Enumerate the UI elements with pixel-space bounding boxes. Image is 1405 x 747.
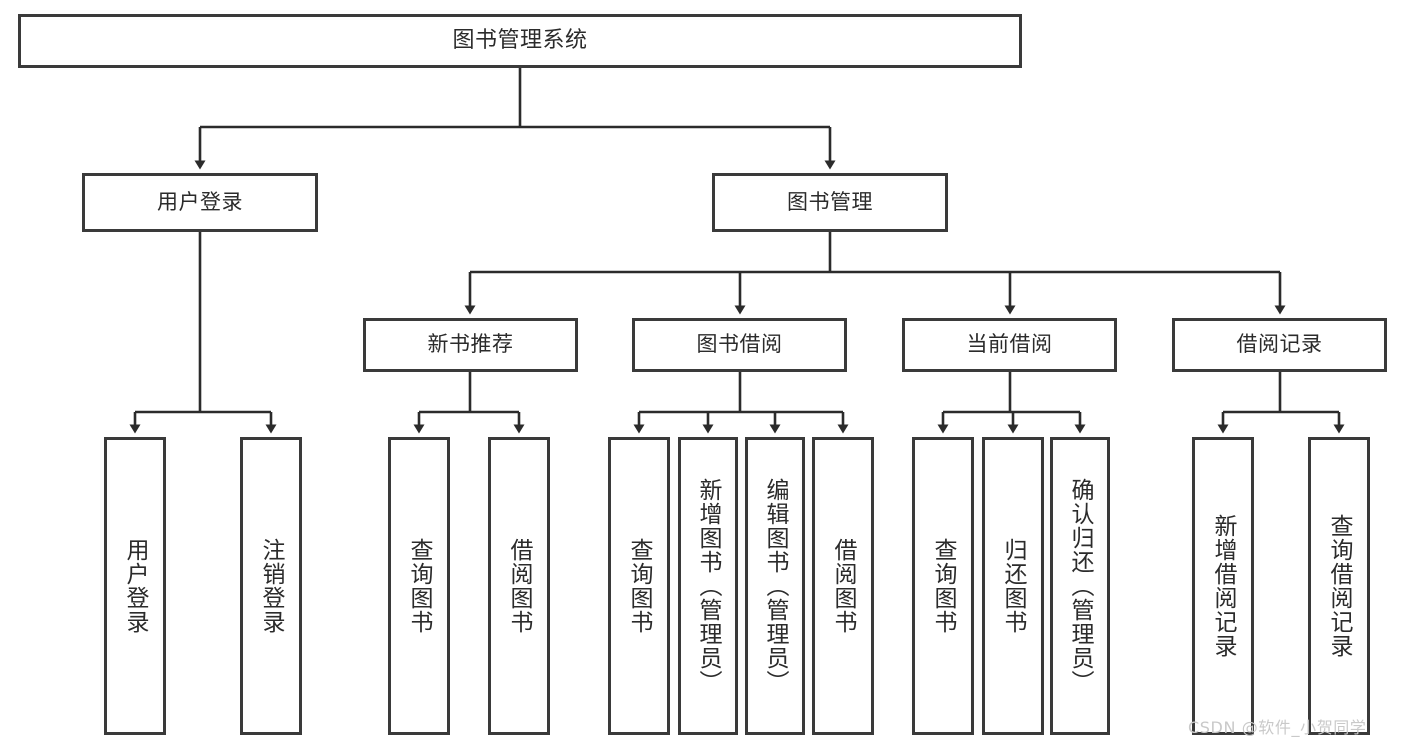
node-leaf-add-record[interactable]: 新增借阅记录	[1192, 437, 1254, 735]
node-leaf-add-record-label: 新增借阅记录	[1210, 514, 1237, 658]
node-leaf-query-book-1-label: 查询图书	[406, 538, 433, 634]
node-leaf-return-book-label: 归还图书	[1000, 538, 1027, 634]
node-leaf-user-login[interactable]: 用户登录	[104, 437, 166, 735]
node-root[interactable]: 图书管理系统	[18, 14, 1022, 68]
node-book-manage-label: 图书管理	[787, 189, 873, 214]
node-book-borrow-label: 图书借阅	[696, 332, 783, 357]
node-user-login-label: 用户登录	[157, 189, 243, 214]
node-leaf-user-login-label: 用户登录	[122, 538, 149, 634]
node-leaf-query-book-1[interactable]: 查询图书	[388, 437, 450, 735]
node-leaf-borrow-book-2[interactable]: 借阅图书	[812, 437, 874, 735]
node-borrow-record-label: 借阅记录	[1236, 332, 1323, 357]
node-new-book-recommend-label: 新书推荐	[427, 332, 514, 357]
node-book-borrow[interactable]: 图书借阅	[632, 318, 847, 372]
node-leaf-borrow-book-1-label: 借阅图书	[506, 538, 533, 634]
node-leaf-edit-book[interactable]: 编辑图书（管理员）	[745, 437, 805, 735]
node-leaf-return-book[interactable]: 归还图书	[982, 437, 1044, 735]
node-new-book-recommend[interactable]: 新书推荐	[363, 318, 578, 372]
node-leaf-borrow-book-2-label: 借阅图书	[830, 538, 857, 634]
node-leaf-logout-login-label: 注销登录	[258, 538, 285, 634]
node-user-login[interactable]: 用户登录	[82, 173, 318, 232]
node-leaf-confirm-return[interactable]: 确认归还（管理员）	[1050, 437, 1110, 735]
node-leaf-add-book[interactable]: 新增图书（管理员）	[678, 437, 738, 735]
node-leaf-query-book-2[interactable]: 查询图书	[608, 437, 670, 735]
node-leaf-query-record[interactable]: 查询借阅记录	[1308, 437, 1370, 735]
node-current-borrow-label: 当前借阅	[966, 332, 1053, 357]
node-leaf-query-book-3[interactable]: 查询图书	[912, 437, 974, 735]
node-leaf-borrow-book-1[interactable]: 借阅图书	[488, 437, 550, 735]
node-leaf-confirm-return-label: 确认归还（管理员）	[1067, 478, 1094, 694]
node-current-borrow[interactable]: 当前借阅	[902, 318, 1117, 372]
node-leaf-query-book-2-label: 查询图书	[626, 538, 653, 634]
node-leaf-logout-login[interactable]: 注销登录	[240, 437, 302, 735]
node-book-manage[interactable]: 图书管理	[712, 173, 948, 232]
node-leaf-add-book-label: 新增图书（管理员）	[695, 478, 722, 694]
node-borrow-record[interactable]: 借阅记录	[1172, 318, 1387, 372]
node-leaf-edit-book-label: 编辑图书（管理员）	[762, 478, 789, 694]
node-leaf-query-book-3-label: 查询图书	[930, 538, 957, 634]
node-root-label: 图书管理系统	[452, 27, 588, 53]
node-leaf-query-record-label: 查询借阅记录	[1326, 514, 1353, 658]
